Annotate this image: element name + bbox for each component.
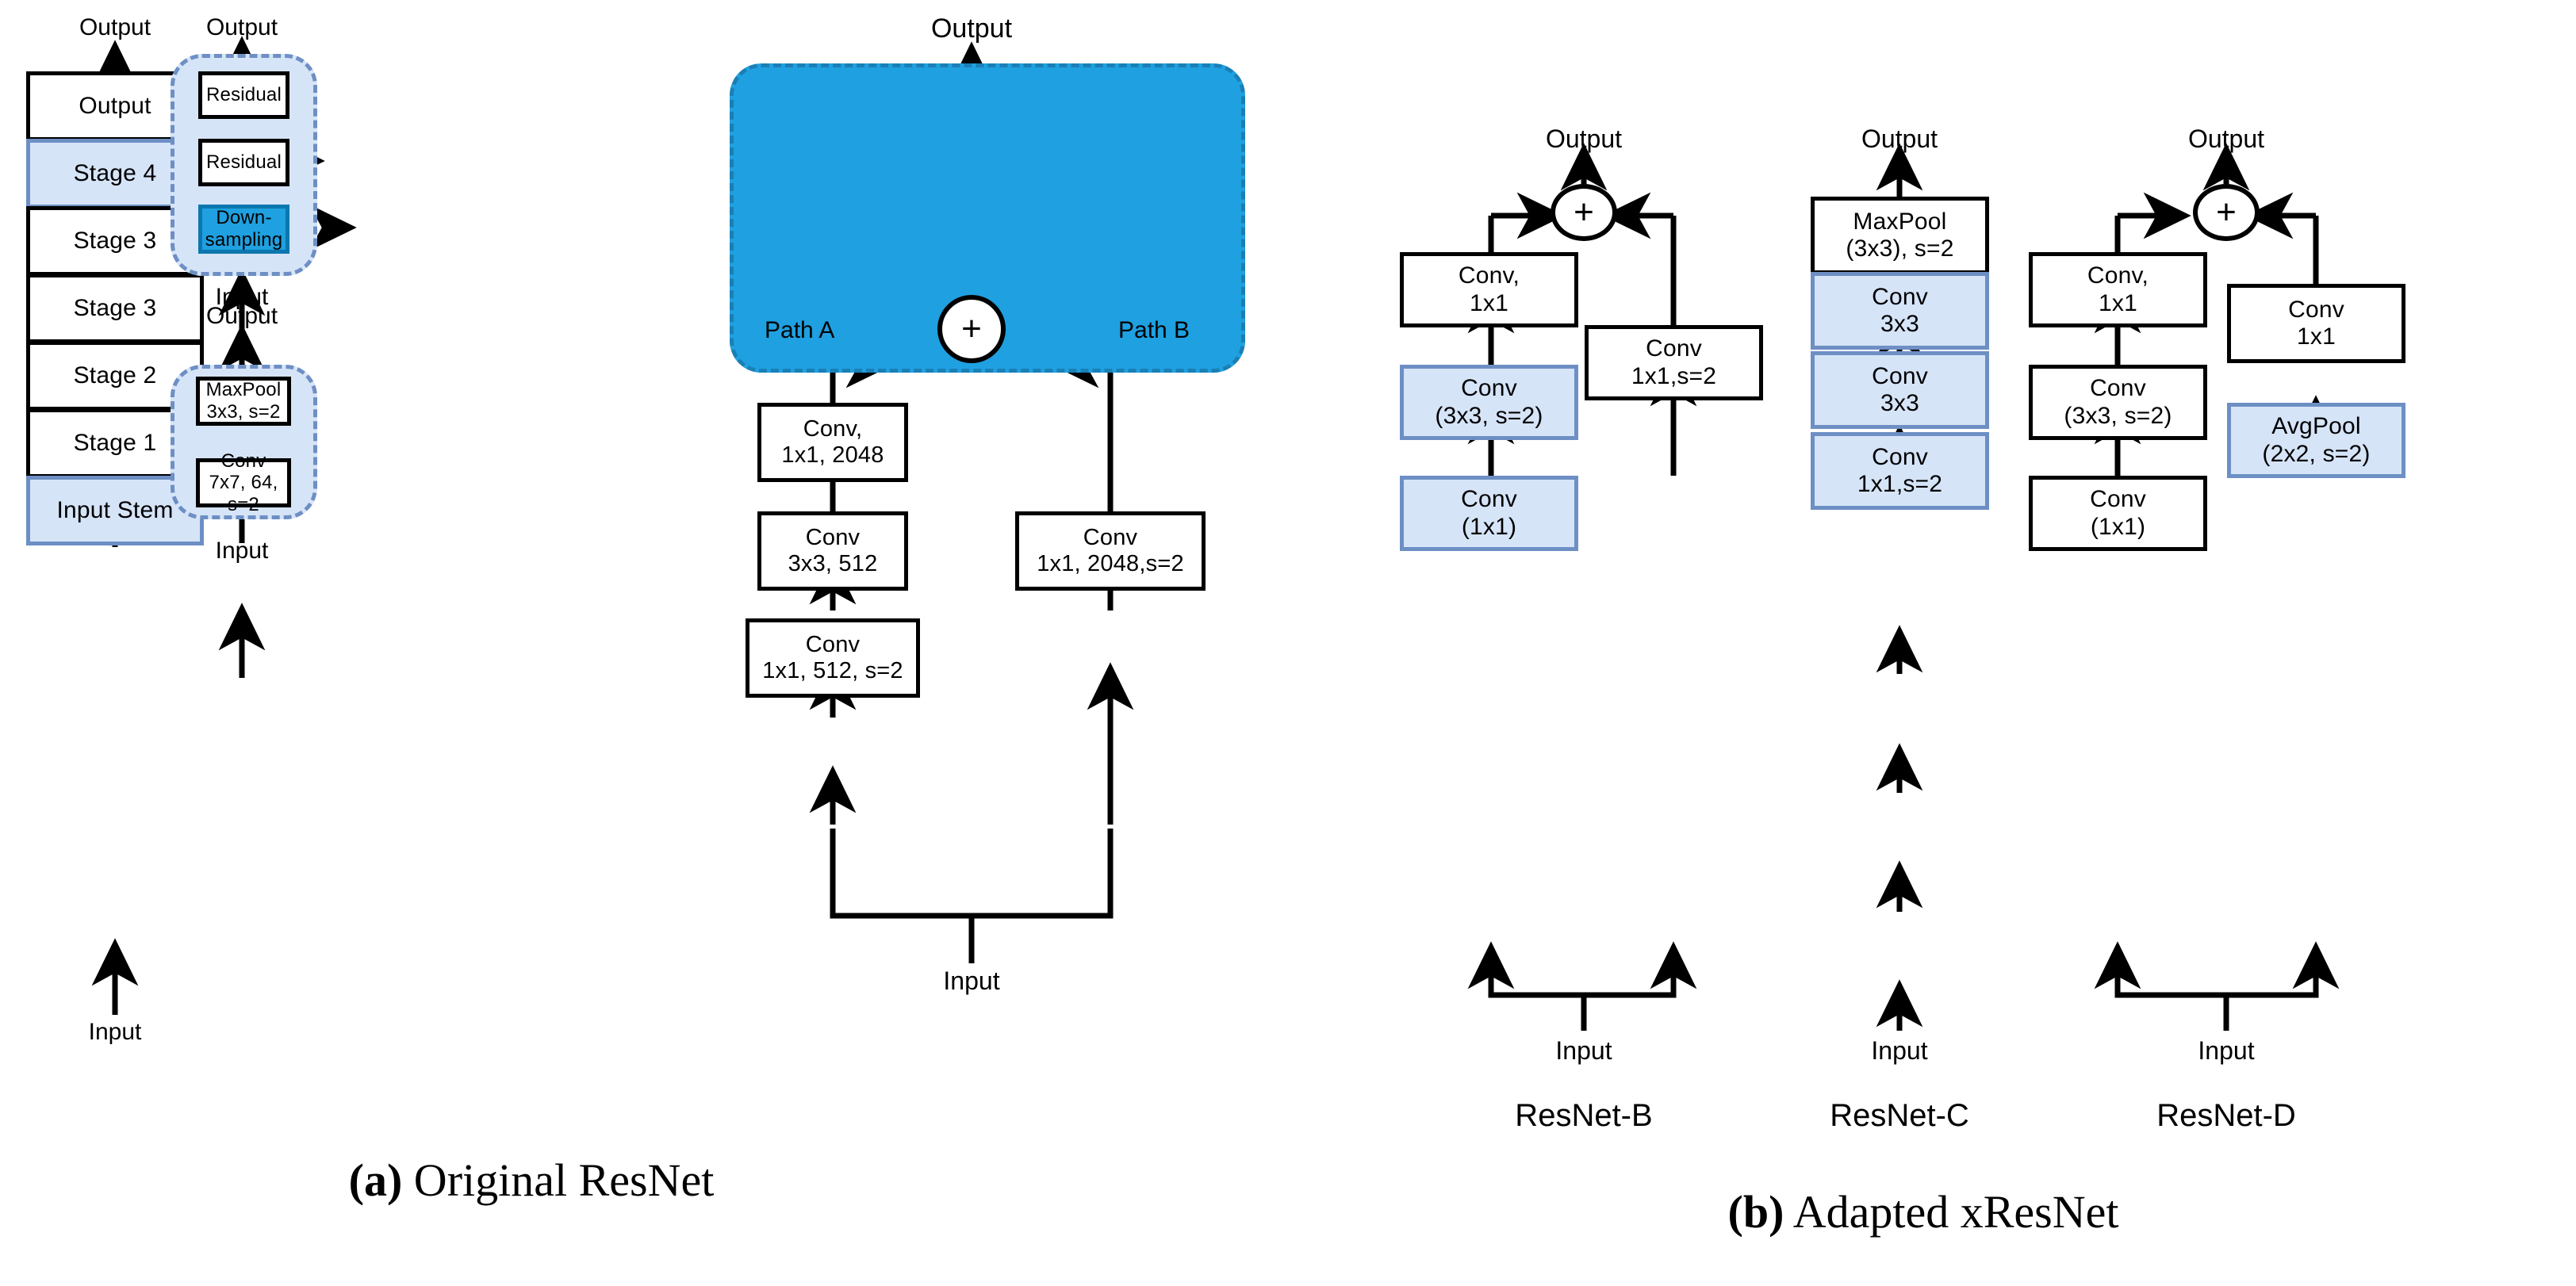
stem-detail-output-label: Output [205,303,278,329]
plus-node-resnet-d: + [2193,184,2260,241]
downsampling-path-a-conv-1x1-512-s2: Conv 1x1, 512, s=2 [746,618,920,698]
caption-a-prefix: (a) [348,1154,403,1206]
resnet-b-left-conv-3x3-s2: Conv (3x3, s=2) [1400,365,1578,440]
backbone-block-input-stem: Input Stem [26,476,204,545]
downsampling-path-a-conv-3x3-512: Conv 3x3, 512 [757,511,908,591]
downsampling-path-b-conv-1x1-2048-s2: Conv 1x1, 2048,s=2 [1015,511,1206,591]
plus-node-downsampling: + [937,295,1006,363]
stage-detail-residual-2: Residual [198,139,289,186]
stem-detail-input-label: Input [215,538,269,564]
backbone-input-label: Input [88,1019,142,1045]
resnet-d-right-conv-1x1: Conv 1x1 [2227,284,2405,363]
resnet-b-left-conv-1x1: Conv, 1x1 [1400,252,1578,327]
resnet-d-input-label: Input [2198,1036,2255,1065]
resnet-d-left-conv-1x1: Conv, 1x1 [2029,252,2207,327]
resnet-b-left-conv-1x1-lower: Conv (1x1) [1400,476,1578,551]
path-b-label: Path B [1118,317,1190,343]
caption-a: (a) Original ResNet [349,1154,715,1207]
resnet-d-left-conv-3x3-s2: Conv (3x3, s=2) [2029,365,2207,440]
resnet-c-name: ResNet-C [1830,1098,1969,1133]
resnet-d-output-label: Output [2187,124,2265,153]
stage-detail-output-label: Output [205,14,278,40]
downsampling-input-label: Input [943,966,1000,995]
caption-b-text: Adapted xResNet [1784,1186,2119,1238]
downsampling-path-a-conv-1x1-2048: Conv, 1x1, 2048 [757,403,908,482]
backbone-output-label: Output [79,14,151,40]
stem-detail-maxpool: MaxPool 3x3, s=2 [196,377,291,426]
resnet-d-left-conv-1x1-lower: Conv (1x1) [2029,476,2207,551]
downsampling-output-label: Output [930,13,1013,44]
resnet-d-name: ResNet-D [2156,1098,2296,1133]
resnet-b-input-label: Input [1555,1036,1612,1065]
plus-node-resnet-b: + [1551,184,1617,241]
resnet-c-output-label: Output [1861,124,1938,153]
backbone-block-stage-3-lower: Stage 3 [26,274,204,343]
stage-detail-downsampling: Down- sampling [198,205,289,254]
resnet-d-right-avgpool-2x2-s2: AvgPool (2x2, s=2) [2227,403,2405,478]
resnet-c-maxpool-3x3-s2: MaxPool (3x3), s=2 [1811,197,1989,274]
resnet-b-name: ResNet-B [1515,1098,1653,1133]
caption-b-prefix: (b) [1727,1186,1784,1238]
resnet-c-conv-3x3-lower: Conv 3x3 [1811,351,1989,429]
resnet-b-output-label: Output [1545,124,1623,153]
backbone-block-stage-2: Stage 2 [26,341,204,411]
stem-detail-conv: Conv 7x7, 64, s=2 [196,450,291,515]
stage-detail-input-label: Input [215,284,269,310]
resnet-c-conv-1x1-s2: Conv 1x1,s=2 [1811,432,1989,510]
caption-a-text: Original ResNet [402,1154,715,1206]
caption-b: (b) Adapted xResNet [1728,1185,2119,1238]
resnet-b-right-conv-1x1-s2: Conv 1x1,s=2 [1585,325,1763,400]
resnet-c-conv-3x3-upper: Conv 3x3 [1811,272,1989,350]
resnet-c-input-label: Input [1871,1036,1928,1065]
path-a-label: Path A [765,317,835,343]
stage-detail-residual-1: Residual [198,71,289,119]
